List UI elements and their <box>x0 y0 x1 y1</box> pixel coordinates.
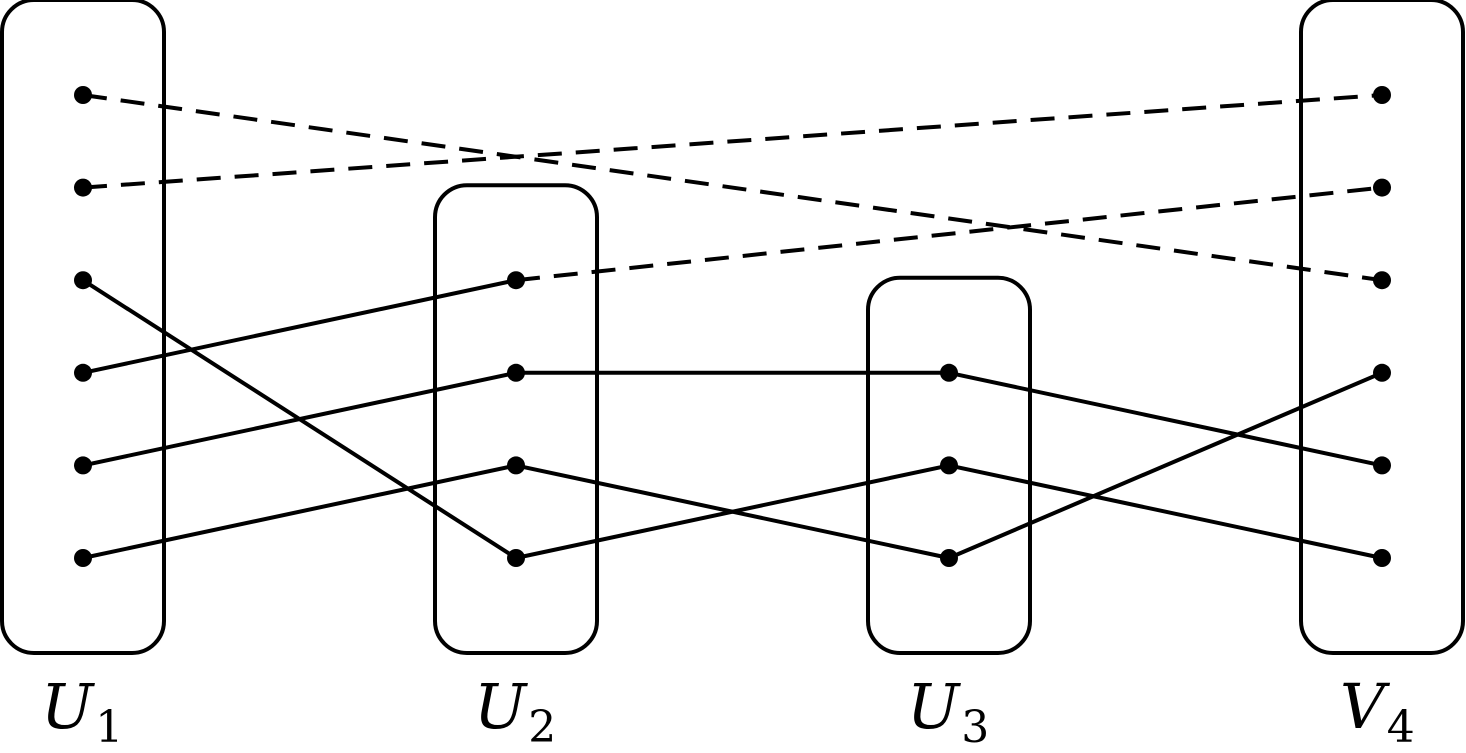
group-box-u3 <box>866 275 1032 655</box>
group-label-subscript: 2 <box>528 702 556 753</box>
edge-u2-3-u3-1 <box>515 463 950 560</box>
vertex-u1-1 <box>74 178 92 197</box>
vertex-u2-2 <box>507 456 525 475</box>
vertex-u3-1 <box>940 456 958 475</box>
group-label-subscript: 4 <box>1387 702 1415 753</box>
group-label-letter: V <box>1340 670 1391 743</box>
edge-u3-2-v4-3 <box>948 370 1383 560</box>
edge-u2-0-v4-1 <box>515 185 1383 283</box>
vertex-u3-0 <box>940 363 958 382</box>
vertex-u2-0 <box>507 271 525 290</box>
group-label-subscript: 1 <box>95 702 123 753</box>
vertex-u2-1 <box>507 363 525 382</box>
vertex-v4-5 <box>1373 549 1391 567</box>
vertex-v4-3 <box>1373 363 1391 382</box>
vertices <box>74 86 1391 567</box>
vertex-v4-0 <box>1373 86 1391 104</box>
edge-u1-4-u2-1 <box>82 370 517 468</box>
vertex-u1-0 <box>74 86 92 104</box>
vertex-u1-3 <box>74 363 92 382</box>
vertex-u3-2 <box>940 549 958 567</box>
group-label-letter: U <box>474 670 528 743</box>
group-label-subscript: 3 <box>961 702 989 753</box>
edge-u1-5-u2-2 <box>82 463 517 560</box>
vertex-u2-3 <box>507 549 525 567</box>
group-label-letter: U <box>907 670 961 743</box>
group-label-u3: U3 <box>907 670 989 753</box>
group-label-letter: U <box>41 670 95 743</box>
edge-u1-0-v4-2 <box>82 93 1383 283</box>
edges <box>81 93 1383 560</box>
edge-u3-0-v4-4 <box>948 370 1383 468</box>
vertex-v4-1 <box>1373 178 1391 197</box>
edge-u1-1-v4-0 <box>82 93 1383 190</box>
group-box-u1 <box>0 0 166 655</box>
vertex-u1-5 <box>74 549 92 567</box>
group-box-u2 <box>433 183 599 655</box>
edge-u1-3-u2-0 <box>82 278 517 375</box>
group-box-v4 <box>1299 0 1465 655</box>
group-label-u2: U2 <box>474 670 556 753</box>
vertex-v4-4 <box>1373 456 1391 475</box>
vertex-v4-2 <box>1373 271 1391 290</box>
group-boxes <box>0 0 1465 655</box>
edge-u3-1-v4-5 <box>948 463 1383 560</box>
vertex-u1-2 <box>74 271 92 290</box>
vertex-u1-4 <box>74 456 92 475</box>
group-label-v4: V4 <box>1340 670 1415 753</box>
group-label-u1: U1 <box>41 670 123 753</box>
